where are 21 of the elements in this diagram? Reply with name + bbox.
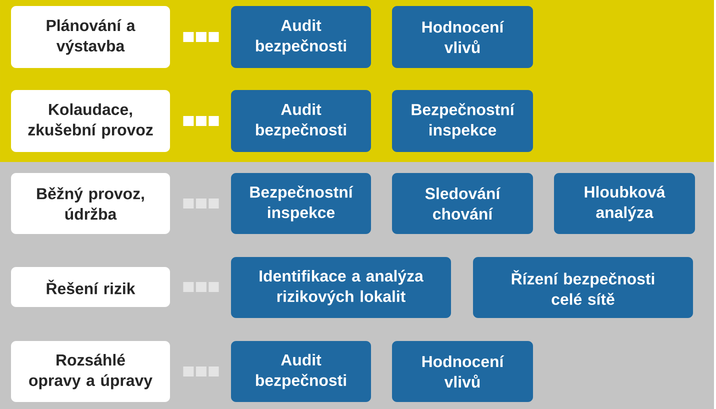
activity-box: Bezpečnostní inspekce (392, 90, 533, 152)
dotted-connector (183, 198, 219, 208)
stage-box: Běžný provoz, údržba (11, 173, 170, 234)
activity-box: Hodnocení vlivů (392, 6, 533, 68)
dotted-connector (183, 366, 219, 376)
stage-box: Kolaudace, zkušební provoz (11, 90, 170, 152)
activity-box: Řízení bezpečnosti celé sítě (473, 257, 693, 318)
activity-box: Audit bezpečnosti (231, 341, 371, 402)
activity-box: Audit bezpečnosti (231, 6, 371, 68)
stage-box: Rozsáhlé opravy a úpravy (11, 341, 170, 402)
activity-box: Bezpečnostní inspekce (231, 173, 371, 234)
activity-box: Hodnocení vlivů (392, 341, 533, 402)
activity-box: Sledování chování (392, 173, 533, 234)
dotted-connector (183, 116, 219, 126)
stage-box: Řešení rizik (11, 267, 170, 307)
dotted-connector (183, 32, 219, 42)
activity-box: Hloubková analýza (554, 173, 695, 234)
activity-box: Audit bezpečnosti (231, 90, 371, 152)
stage-box: Plánování a výstavba (11, 6, 170, 68)
dotted-connector (183, 282, 219, 292)
activity-box: Identifikace a analýza rizikových lokalit (231, 257, 451, 318)
